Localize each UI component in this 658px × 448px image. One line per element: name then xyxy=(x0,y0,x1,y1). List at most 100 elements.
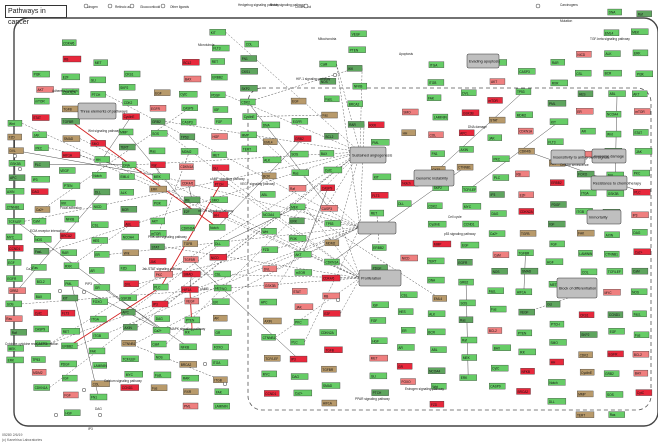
gene-node[interactable]: RB xyxy=(183,196,201,203)
gene-node[interactable]: FasL xyxy=(324,95,340,103)
gene-node[interactable]: MDM2 xyxy=(515,111,533,118)
gene-node[interactable]: BCR xyxy=(427,328,446,336)
ligand-node[interactable] xyxy=(83,3,89,9)
gene-node[interactable]: Ras xyxy=(291,169,309,176)
gene-node[interactable]: ERK xyxy=(289,217,305,225)
gene-node[interactable]: KIT xyxy=(549,118,569,125)
gene-node[interactable]: IGF xyxy=(212,106,229,113)
gene-node[interactable]: IP3 xyxy=(631,211,649,219)
gene-node[interactable]: FN1 xyxy=(430,150,445,157)
gene-node[interactable]: SKP2 xyxy=(118,84,136,91)
gene-node[interactable]: MYC xyxy=(261,370,277,378)
gene-node[interactable]: CDK2 xyxy=(578,351,593,358)
gene-node[interactable]: ERBB2 xyxy=(550,179,565,186)
gene-node[interactable]: AXIN xyxy=(123,324,138,331)
gene-node[interactable]: CDK4/6 xyxy=(61,39,77,46)
gene-node[interactable]: MMP xyxy=(118,128,134,136)
gene-node[interactable]: PTCH xyxy=(90,91,106,98)
gene-node[interactable]: Fas xyxy=(150,384,168,391)
gene-node[interactable]: EGF xyxy=(608,328,625,335)
gene-node[interactable]: E2F xyxy=(323,310,341,317)
gene-node[interactable]: NCOA4 xyxy=(121,233,139,241)
gene-node[interactable]: CASP3 xyxy=(320,205,338,212)
gene-node[interactable]: JAK xyxy=(294,303,314,310)
gene-node[interactable]: ITGA xyxy=(428,61,445,68)
gene-node[interactable]: MET xyxy=(211,151,227,158)
gene-node[interactable]: ABL xyxy=(124,220,140,227)
gene-node[interactable]: Raf xyxy=(460,336,478,344)
gene-node[interactable]: DLL xyxy=(213,240,230,247)
gene-node[interactable]: VEGF xyxy=(518,308,535,316)
gene-node[interactable]: AKT xyxy=(632,90,648,98)
gene-node[interactable]: MEK xyxy=(152,173,170,180)
gene-node[interactable]: JAK xyxy=(32,131,47,139)
gene-node[interactable]: AXIN xyxy=(5,188,25,195)
gene-node[interactable]: PKC xyxy=(34,144,49,151)
pathway-label[interactable]: Calcium signaling pathway xyxy=(104,379,142,383)
gene-node[interactable]: DLL xyxy=(397,200,412,207)
gene-node[interactable]: RXR xyxy=(63,262,80,269)
molecule-node[interactable] xyxy=(97,412,103,418)
gene-node[interactable]: CASP9 xyxy=(33,325,49,333)
gene-node[interactable]: FLT3 xyxy=(60,309,76,317)
gene-node[interactable]: VEGF xyxy=(350,30,367,38)
gene-node[interactable]: CASP3 xyxy=(35,340,51,347)
gene-node[interactable]: mTOR xyxy=(294,269,313,276)
gene-node[interactable]: TERT xyxy=(426,257,445,265)
gene-node[interactable]: CSL xyxy=(575,69,592,77)
gene-node[interactable]: FAK xyxy=(426,94,442,101)
gene-node[interactable]: FOXO xyxy=(91,298,108,305)
gene-node[interactable]: Raf xyxy=(150,161,166,168)
gene-node[interactable]: EGF xyxy=(154,89,171,96)
gene-node[interactable]: KIT xyxy=(209,29,226,36)
gene-node[interactable]: ABL xyxy=(260,191,276,198)
gene-node[interactable]: BCR xyxy=(120,206,138,213)
gene-node[interactable]: BCL2 xyxy=(182,59,200,66)
gene-node[interactable]: BAX xyxy=(34,293,51,300)
gene-node[interactable]: CytC xyxy=(491,364,509,372)
gene-node[interactable]: MDM2 xyxy=(31,369,47,376)
gene-node[interactable]: IP3 xyxy=(151,300,169,308)
gene-node[interactable]: CaM xyxy=(31,217,47,225)
gene-node[interactable]: SMO xyxy=(210,196,228,203)
molecule-node[interactable] xyxy=(81,387,87,393)
gene-node[interactable]: PI3K xyxy=(32,70,50,78)
gene-node[interactable]: CyclinE xyxy=(242,113,257,120)
gene-node[interactable]: PKC xyxy=(293,318,309,326)
gene-node[interactable]: Ca2+ xyxy=(34,206,51,213)
gene-node[interactable]: TGFB xyxy=(324,346,343,353)
gene-node[interactable]: Raf xyxy=(288,185,307,192)
gene-node[interactable]: FZD xyxy=(7,133,22,141)
gene-node[interactable]: IKK xyxy=(346,65,363,72)
gene-node[interactable]: TERT xyxy=(119,143,136,151)
hub-box[interactable] xyxy=(357,221,397,235)
gene-node[interactable]: RET xyxy=(369,209,385,217)
gene-node[interactable]: RXR xyxy=(550,79,568,87)
molecule-node[interactable] xyxy=(12,153,18,159)
gene-node[interactable]: NCOA4 xyxy=(261,211,281,218)
pathway-label[interactable]: mTOR signaling pathway xyxy=(198,209,234,213)
gene-node[interactable]: Wnt xyxy=(7,120,23,127)
gene-node[interactable]: NFKB xyxy=(64,215,79,223)
gene-node[interactable]: TP53 xyxy=(179,133,196,140)
gene-node[interactable]: TGFB xyxy=(62,105,80,113)
gene-node[interactable]: mTOR xyxy=(634,108,651,115)
gene-node[interactable]: GR xyxy=(396,363,413,370)
gene-node[interactable]: ER xyxy=(576,108,594,115)
gene-node[interactable]: BCL2 xyxy=(324,133,339,140)
gene-node[interactable]: CTNNB1 xyxy=(604,250,620,258)
gene-node[interactable]: HIF1A xyxy=(321,399,338,407)
process-box[interactable]: Resistance to chemotherapy xyxy=(590,175,641,191)
gene-node[interactable]: SOS xyxy=(151,130,168,137)
gene-node[interactable]: CASP3 xyxy=(518,68,536,75)
gene-node[interactable]: FGF xyxy=(369,317,387,324)
gene-node[interactable]: Ca2+ xyxy=(633,248,651,255)
gene-node[interactable]: NICD xyxy=(209,254,228,261)
gene-node[interactable]: CaM xyxy=(319,60,337,68)
process-box[interactable]: Sustained angiogenesis xyxy=(349,146,392,164)
gene-node[interactable]: EGFR xyxy=(6,275,23,282)
gene-node[interactable]: SKP2 xyxy=(580,331,598,338)
pathway-label[interactable]: Estrogen signaling pathway xyxy=(405,387,444,391)
pathway-label[interactable]: PI3K-Akt signaling pathway xyxy=(148,235,187,239)
gene-node[interactable]: MEK xyxy=(7,345,24,352)
